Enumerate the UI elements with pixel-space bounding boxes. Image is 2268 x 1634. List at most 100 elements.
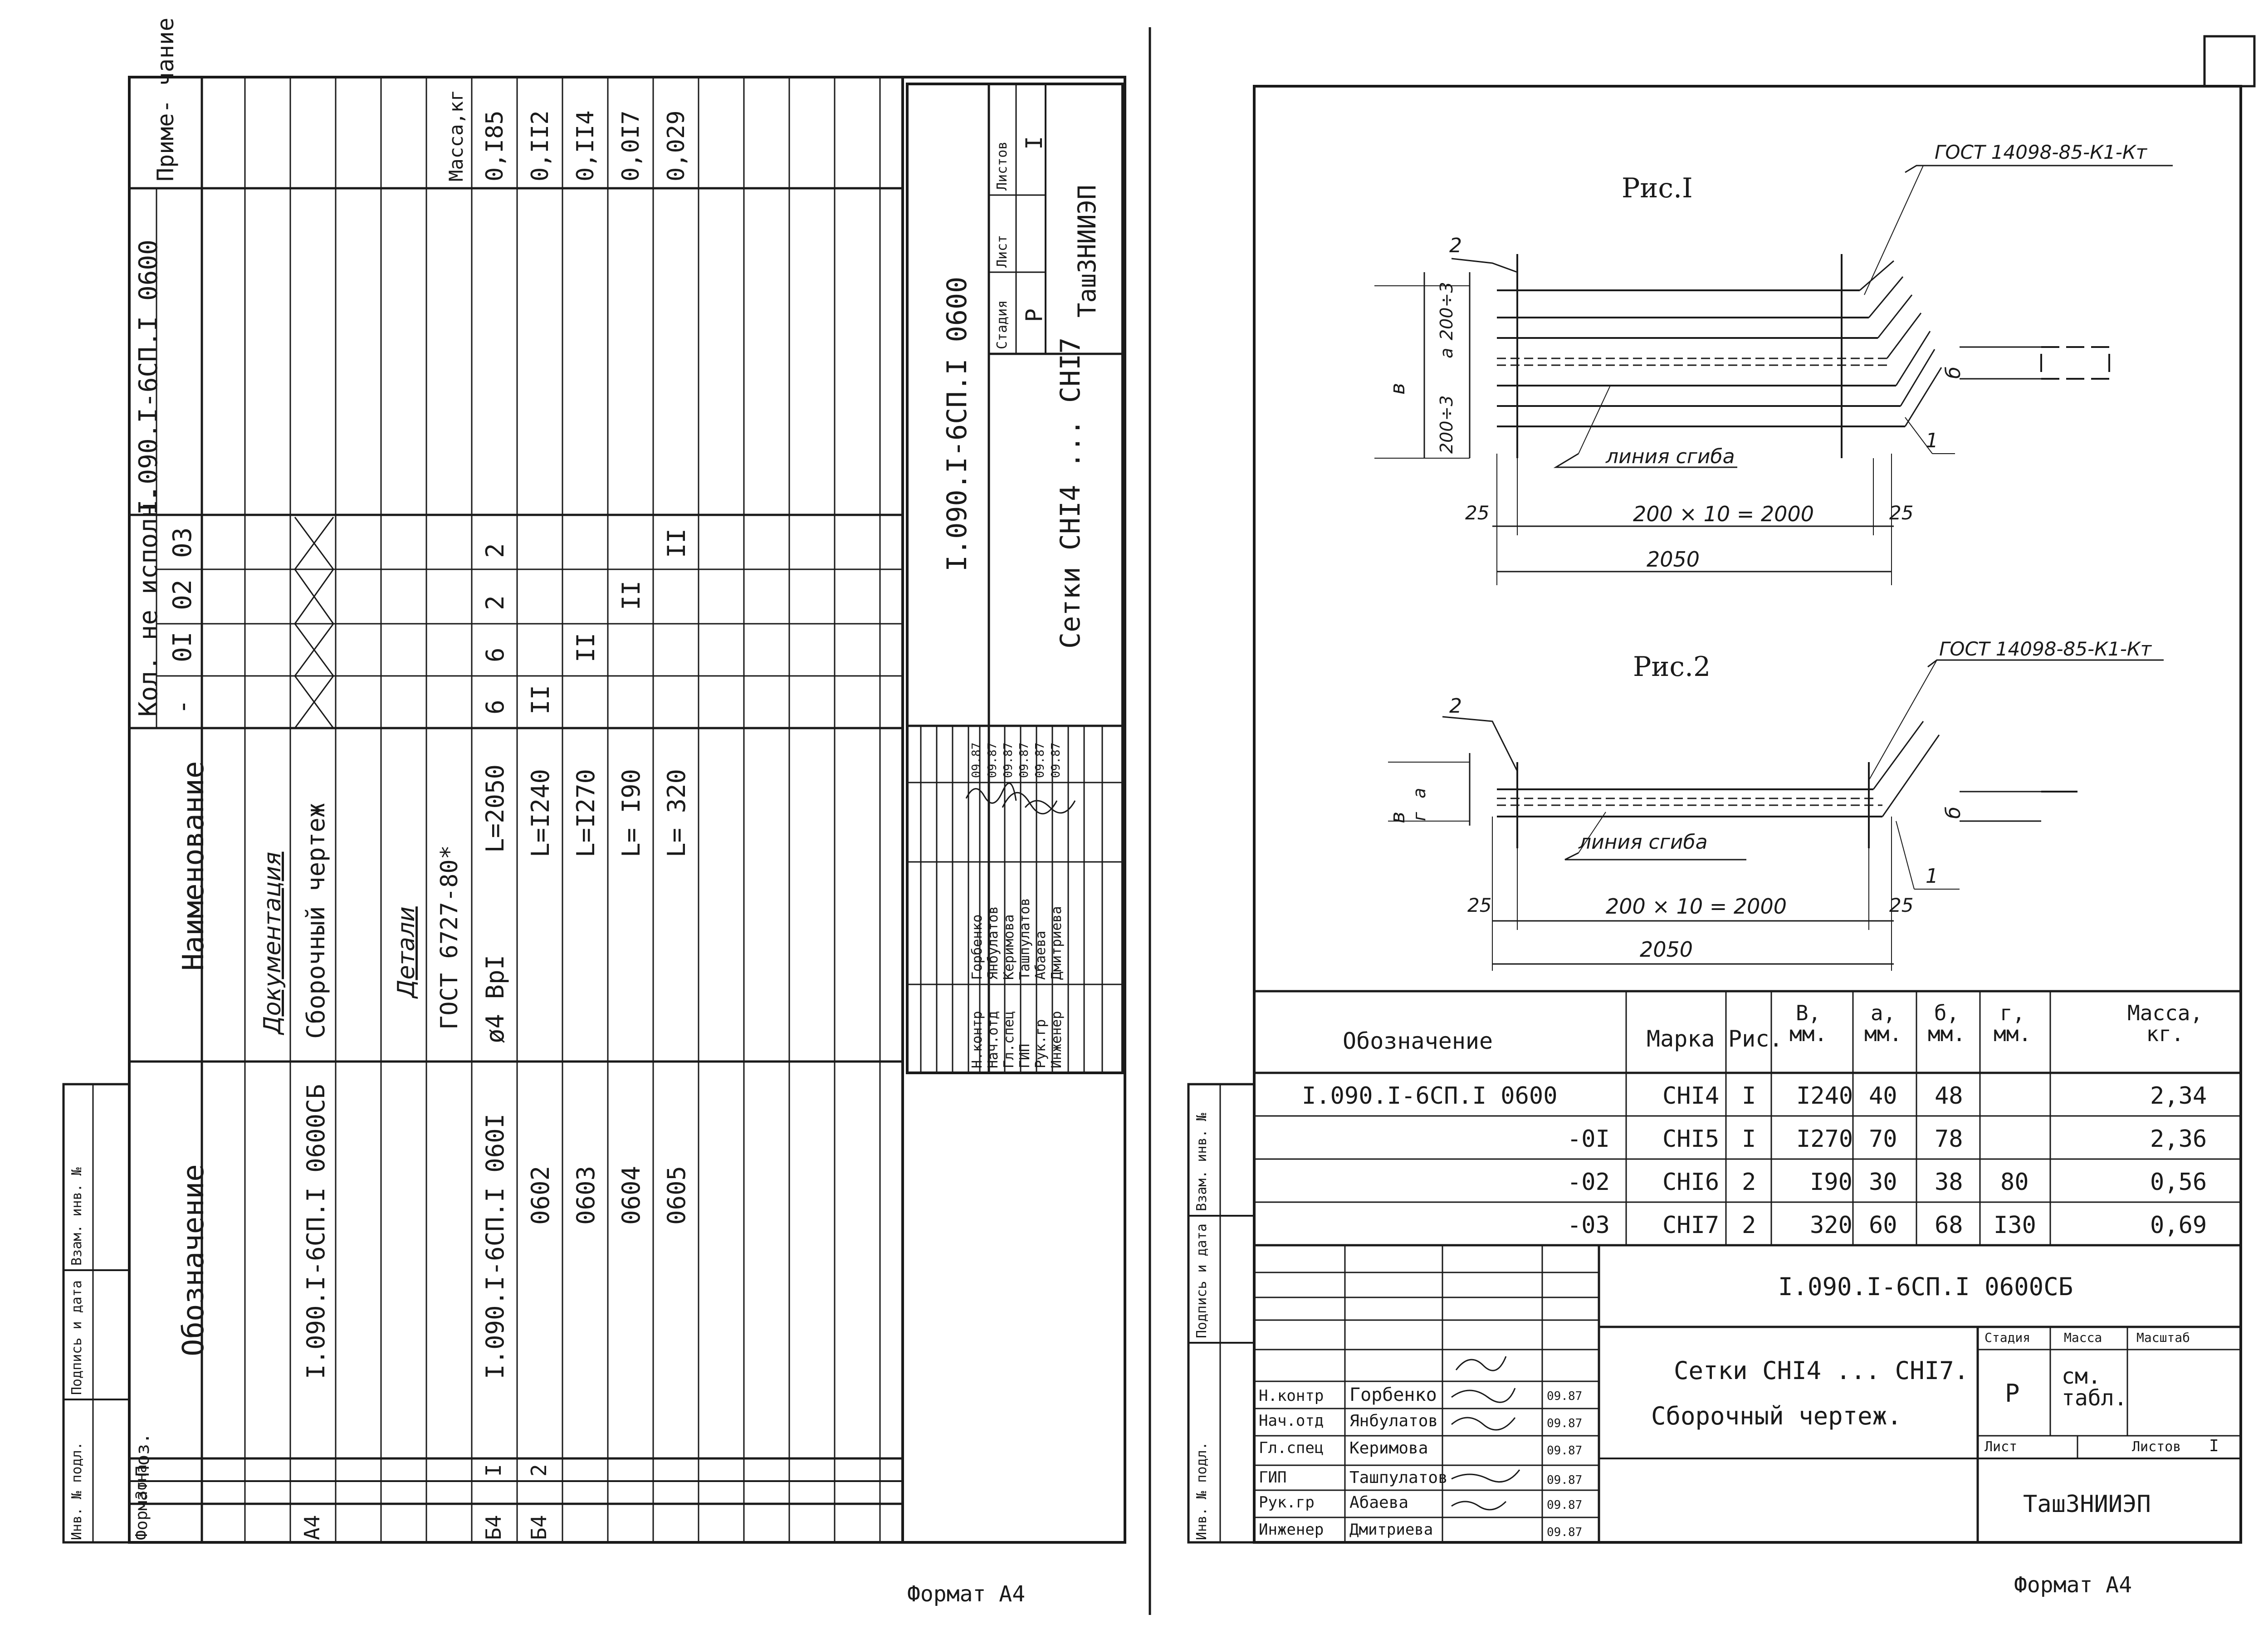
table-row3-ris: 2 xyxy=(1742,1212,1756,1239)
right-stamp-date-1: 09.87 xyxy=(1547,1417,1583,1430)
right-stamp-title1: Сетки СНI4 ... СНI7. xyxy=(1674,1356,1969,1385)
fig1-dim-main: 200 × 10 = 2000 xyxy=(1633,502,1814,526)
fig2-dim-a: а xyxy=(1409,788,1429,798)
table-row1-ris: I xyxy=(1742,1125,1756,1153)
table-header-g: г, мм. xyxy=(1994,1001,2032,1046)
fig1-dim-edge-l: 25 xyxy=(1465,502,1490,524)
table-row1-a: 70 xyxy=(1869,1125,1897,1153)
right-stamp-name-5: Дмитриева xyxy=(1349,1521,1433,1539)
table-row2-massa: 0,56 xyxy=(2150,1169,2207,1196)
right-stamp-org: ТашЗНИИЭП xyxy=(2023,1491,2151,1518)
fig1-pos2: 2 xyxy=(1449,234,1462,257)
fig1-dim-v: в xyxy=(1386,383,1409,395)
fig2-title: Рис.2 xyxy=(1633,651,1711,683)
right-stamp-date-4: 09.87 xyxy=(1547,1498,1583,1512)
table-row0-marka: СНI4 xyxy=(1662,1082,1720,1110)
table-row2-g: 80 xyxy=(2000,1169,2029,1196)
fig2-dim-g: г xyxy=(1409,812,1429,821)
fig2-dim-edge-r: 25 xyxy=(1889,894,1914,916)
fig2-pos2: 2 xyxy=(1449,695,1462,718)
table-row1-marka: СНI5 xyxy=(1662,1125,1720,1153)
table-row0-massa: 2,34 xyxy=(2150,1082,2207,1110)
table-header-oboz: Обозначение xyxy=(1343,1028,1493,1054)
right-stamp-date-2: 09.87 xyxy=(1547,1444,1583,1458)
fig1-pos1: 1 xyxy=(1926,429,1938,452)
table-row2-ris: 2 xyxy=(1742,1169,1756,1196)
right-stamp-massa-label: Масса xyxy=(2064,1330,2102,1345)
right-stamp-role-0: Н.контр xyxy=(1259,1387,1324,1405)
right-stamp-role-3: ГИП xyxy=(1259,1468,1287,1487)
fig1-line: линия сгиба xyxy=(1606,445,1735,468)
table-row3-v: 320 xyxy=(1810,1212,1853,1239)
table-row1-massa: 2,36 xyxy=(2150,1125,2207,1153)
table-row0-a: 40 xyxy=(1869,1082,1897,1110)
right-format-label: Формат А4 xyxy=(2014,1572,2132,1598)
right-margin-sign: Подпись и дата xyxy=(1194,1223,1210,1338)
fig1-dim-bottom: 200÷3 xyxy=(1437,395,1457,454)
table-row1-oboz: -0I xyxy=(1567,1125,1610,1153)
right-stamp-date-3: 09.87 xyxy=(1547,1473,1583,1487)
table-header-marka: Марка xyxy=(1647,1026,1715,1052)
table-row3-oboz: -03 xyxy=(1567,1212,1610,1239)
fig2-dim-total: 2050 xyxy=(1640,937,1693,962)
table-row2-b: 38 xyxy=(1935,1169,1963,1196)
right-stamp-name-0: Горбенко xyxy=(1349,1384,1437,1405)
right-stamp-title2: Сборочный чертеж. xyxy=(1651,1402,1902,1430)
table-row3-marka: СНI7 xyxy=(1662,1212,1720,1239)
right-stamp-name-3: Ташпулатов xyxy=(1349,1468,1448,1487)
right-stamp-stadiya: Р xyxy=(2005,1379,2020,1408)
fig1-drawing xyxy=(1374,165,2173,585)
right-stamp-stadiya-label: Стадия xyxy=(1984,1330,2031,1345)
table-header-v: В, мм. xyxy=(1789,1001,1828,1046)
fig1-title: Рис.I xyxy=(1622,172,1693,204)
right-stamp-name-1: Янбулатов xyxy=(1349,1412,1438,1430)
left-format-label: Формат А4 xyxy=(907,1581,1026,1607)
fig1-dim-edge-r: 25 xyxy=(1889,502,1914,524)
table-row3-g: I30 xyxy=(1994,1212,2036,1239)
right-stamp-list-label: Лист xyxy=(1984,1439,2018,1455)
right-stamp-role-1: Нач.отд xyxy=(1259,1412,1324,1430)
right-stamp-role-5: Инженер xyxy=(1259,1521,1324,1539)
table-header-b: б, мм. xyxy=(1928,1001,1966,1046)
right-stamp-designation: I.090.I-6СП.I 0600СБ xyxy=(1778,1272,2073,1301)
fig2-gost: ГОСТ 14098-85-К1-Кт xyxy=(1939,638,2152,660)
right-stamp-name-2: Керимова xyxy=(1349,1439,1428,1458)
fig1-dim-top: 200÷3 xyxy=(1437,282,1457,340)
right-stamp-massa: см. табл. xyxy=(2062,1364,2127,1411)
table-header-massa: Масса, кг. xyxy=(2127,1001,2203,1046)
right-margin-inv: Инв. № подл. xyxy=(1194,1442,1210,1540)
right-stamp-date-5: 09.87 xyxy=(1547,1526,1583,1539)
fig2-pos1: 1 xyxy=(1926,865,1938,888)
table-row0-ris: I xyxy=(1742,1082,1756,1110)
table-row2-v: I90 xyxy=(1810,1169,1853,1196)
table-row2-a: 30 xyxy=(1869,1169,1897,1196)
right-stamp-masshtab-label: Масштаб xyxy=(2136,1330,2190,1345)
table-row3-a: 60 xyxy=(1869,1212,1897,1239)
table-row3-massa: 0,69 xyxy=(2150,1212,2207,1239)
table-row1-v: I270 xyxy=(1796,1125,1853,1153)
fig2-dim-main: 200 × 10 = 2000 xyxy=(1606,894,1787,919)
fig2-dim-v: в xyxy=(1386,812,1409,823)
fig1-dim-a: а xyxy=(1437,347,1457,358)
right-stamp-role-4: Рук.гр xyxy=(1259,1493,1315,1512)
table-row2-oboz: -02 xyxy=(1567,1169,1610,1196)
right-margin-vzam: Взам. инв. № xyxy=(1194,1113,1210,1211)
right-stamp-date-0: 09.87 xyxy=(1547,1389,1583,1403)
fig1-dim-total: 2050 xyxy=(1647,547,1700,572)
table-row3-b: 68 xyxy=(1935,1212,1963,1239)
fig2-line: линия сгиба xyxy=(1579,831,1708,854)
table-header-ris: Рис. xyxy=(1728,1026,1783,1052)
fig2-dim-edge-l: 25 xyxy=(1467,894,1492,916)
right-stamp-listov: I xyxy=(2209,1437,2219,1455)
right-stamp-role-2: Гл.спец xyxy=(1259,1439,1324,1457)
table-row0-v: I240 xyxy=(1796,1082,1853,1110)
fig2-drawing xyxy=(1388,659,2164,971)
fig1-dim-b: б xyxy=(1942,366,1965,379)
table-row0-b: 48 xyxy=(1935,1082,1963,1110)
table-row0-oboz: I.090.I-6СП.I 0600 xyxy=(1302,1082,1558,1110)
fig1-gost: ГОСТ 14098-85-К1-Кт xyxy=(1935,141,2147,163)
right-stamp-listov-label: Листов xyxy=(2132,1439,2181,1455)
